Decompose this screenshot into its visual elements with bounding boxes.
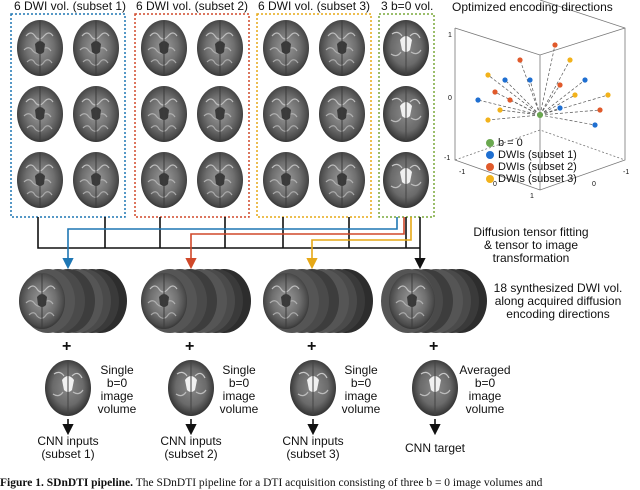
plot-title: Optimized encoding directions (452, 0, 613, 14)
tick-x-right: 1 (530, 193, 534, 200)
subset-2-box (134, 13, 250, 218)
dwi-slice (196, 19, 244, 77)
b0-box (378, 13, 435, 218)
output-label-3: CNN inputs (subset 3) (282, 434, 344, 461)
synth-label: 18 synthesized DWI vol. along acquired d… (493, 281, 623, 321)
b0-label-1: Single b=0 image volume (97, 363, 137, 416)
connector-lines (37, 217, 426, 270)
output-arrows (62, 419, 441, 436)
b0-label-avg: Averaged b=0 image volume (459, 363, 511, 416)
synth-stack-2 (140, 269, 251, 333)
caption-text: The SDnDTI pipeline for a DTI acquisitio… (133, 477, 543, 489)
synth-slice-front (388, 272, 436, 330)
synth-stack-3 (262, 269, 373, 333)
b0-label-2: Single b=0 image volume (219, 363, 259, 416)
dwi-slice (16, 19, 64, 77)
dwi-slice (140, 151, 188, 209)
b0-slice (382, 151, 430, 209)
plus-sign-2: + (185, 338, 195, 355)
dwi-slice (318, 19, 366, 77)
b0-image-1 (44, 359, 92, 417)
dwi-slice (196, 151, 244, 209)
dwi-slice (262, 85, 310, 143)
dwi-slice (262, 151, 310, 209)
output-label-target: CNN target (404, 441, 466, 455)
synth-slice-front (262, 272, 310, 330)
dwi-slice (72, 85, 120, 143)
legend-dot-subset-1 (486, 151, 494, 159)
dwi-slice (318, 151, 366, 209)
b0-image-3 (289, 359, 337, 417)
legend-label: DWIs (subset 2) (498, 161, 577, 173)
legend-dot-subset-2 (486, 163, 494, 171)
tick-z-top: 1 (448, 32, 452, 39)
directions-plot (454, 0, 626, 191)
legend-dot-b0 (486, 139, 494, 147)
dwi-slice (72, 151, 120, 209)
dwi-slice (196, 85, 244, 143)
dwi-slice (16, 151, 64, 209)
subset-3-box (256, 13, 372, 218)
tick-x-mid: 0 (493, 181, 497, 188)
subset-2-label: 6 DWI vol. (subset 2) (136, 0, 249, 13)
caption-title: Figure 1. SDnDTI pipeline. (0, 477, 134, 489)
tick-z-mid: 0 (448, 95, 452, 102)
legend-label: DWIs (subset 1) (498, 149, 577, 161)
b0-image-2 (167, 359, 215, 417)
b0-image-avg (411, 359, 459, 417)
tick-x-left: -1 (459, 169, 466, 176)
output-label-2: CNN inputs (subset 2) (160, 434, 222, 461)
synth-slice-front (140, 272, 188, 330)
synth-stack-4 (381, 269, 487, 333)
dwi-slice (72, 19, 120, 77)
plus-sign-4: + (429, 338, 439, 355)
subset-3-label: 6 DWI vol. (subset 3) (258, 0, 371, 13)
legend-dot-subset-3 (486, 175, 494, 183)
dwi-slice (16, 85, 64, 143)
dwi-slice (262, 19, 310, 77)
legend-label: b = 0 (498, 137, 523, 149)
b0-slice (382, 85, 430, 143)
output-label-1: CNN inputs (subset 1) (37, 434, 99, 461)
tick-z-bottom: -1 (444, 155, 451, 162)
b0-label-3: Single b=0 image volume (341, 363, 381, 416)
direction-points (475, 42, 611, 128)
plus-sign-3: + (307, 338, 317, 355)
synth-stack-1 (18, 269, 127, 333)
direction-rays (477, 44, 609, 126)
subset-1-box (10, 13, 126, 218)
dwi-slice (140, 19, 188, 77)
tick-y-right: -1 (623, 169, 630, 176)
plus-sign-1: + (62, 338, 72, 355)
dwi-slice (318, 85, 366, 143)
tick-y-mid: 0 (592, 181, 596, 188)
b0-group-label: 3 b=0 vol. (381, 0, 434, 13)
fitting-label: Diffusion tensor fitting & tensor to ima… (473, 225, 589, 265)
subset-1-label: 6 DWI vol. (subset 1) (14, 0, 127, 13)
figure-caption: Figure 1. SDnDTI pipeline. The SDnDTI pi… (0, 476, 640, 490)
legend-label: DWIs (subset 3) (498, 173, 577, 185)
dwi-slice (140, 85, 188, 143)
synth-slice-front (18, 272, 66, 330)
b0-slice (382, 19, 430, 77)
